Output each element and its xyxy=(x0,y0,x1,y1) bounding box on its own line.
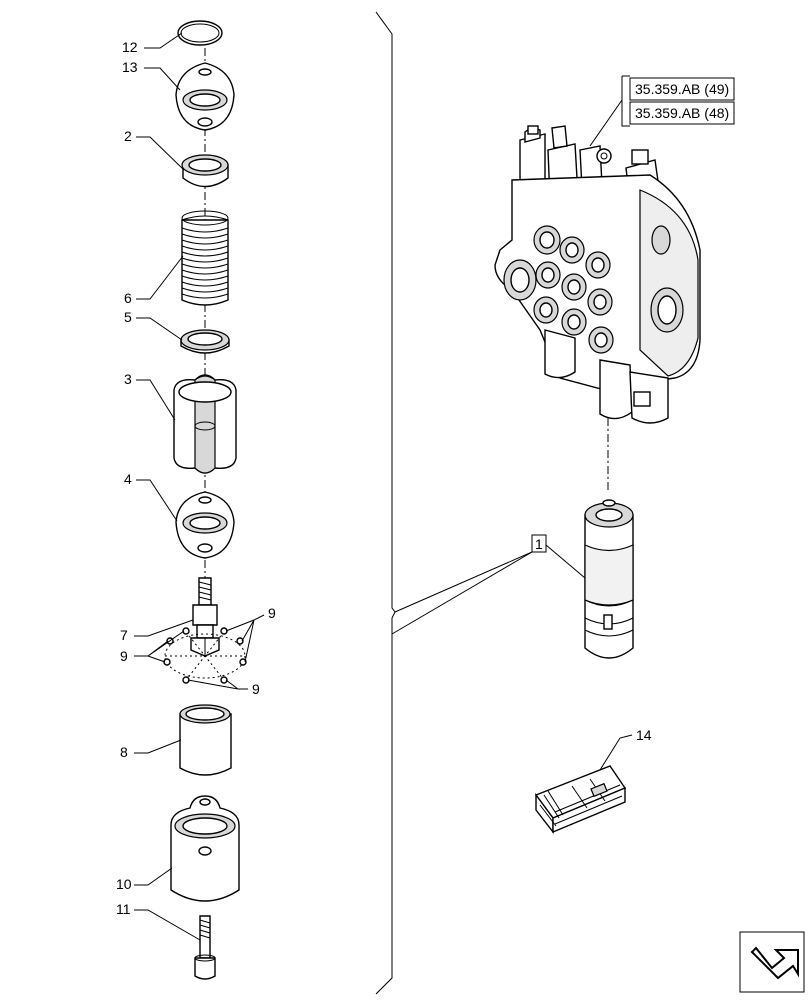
callout-14: 14 xyxy=(636,727,652,743)
part-11-screw[interactable] xyxy=(194,915,216,980)
part-7-stud[interactable] xyxy=(190,577,220,657)
part-10-cap[interactable] xyxy=(170,795,240,902)
callout-8: 8 xyxy=(120,744,128,760)
part-8-bushing[interactable] xyxy=(179,704,232,776)
exploded-spool-parts: 12 13 2 6 5 3 4 7 9 9 9 8 10 11 xyxy=(116,20,276,980)
part-9-balls[interactable] xyxy=(163,627,247,684)
callout-3: 3 xyxy=(124,371,132,387)
callout-10: 10 xyxy=(116,876,132,892)
reference-box-lower[interactable] xyxy=(629,101,735,125)
reference-lower[interactable]: 35.359.AB (48) xyxy=(635,105,729,121)
reference-box-upper[interactable] xyxy=(629,77,735,101)
part-4-flange[interactable] xyxy=(175,491,235,559)
callout-9-bottom: 9 xyxy=(252,681,260,697)
part-5-washer[interactable] xyxy=(180,329,230,354)
callout-12: 12 xyxy=(122,39,138,55)
part-12-o-ring[interactable] xyxy=(177,20,223,46)
part-6-spring[interactable] xyxy=(181,210,229,306)
column-separator xyxy=(375,11,396,995)
control-valve-assembly[interactable] xyxy=(494,125,701,424)
view-direction-arrow-icon[interactable] xyxy=(739,931,805,993)
reference-links: 35.359.AB (49) 35.359.AB (48) xyxy=(589,75,735,147)
callout-9-left: 9 xyxy=(120,648,128,664)
part-2-cup[interactable] xyxy=(181,154,229,188)
callout-1: 1 xyxy=(535,536,543,552)
callout-6: 6 xyxy=(124,290,132,306)
reference-upper[interactable]: 35.359.AB (49) xyxy=(635,81,729,97)
callout-5: 5 xyxy=(124,309,132,325)
part-14-kit[interactable]: 14 xyxy=(534,727,652,835)
callout-1-group: 1 xyxy=(391,534,586,635)
callout-13: 13 xyxy=(122,59,138,75)
callout-11: 11 xyxy=(116,901,131,917)
part-13-flange[interactable] xyxy=(175,62,235,131)
callout-2: 2 xyxy=(124,128,132,144)
callout-9-right: 9 xyxy=(268,605,276,621)
part-1-cartridge[interactable] xyxy=(584,499,634,659)
callout-7: 7 xyxy=(120,627,128,643)
callout-4: 4 xyxy=(124,471,132,487)
part-3-sleeve[interactable] xyxy=(173,374,237,474)
